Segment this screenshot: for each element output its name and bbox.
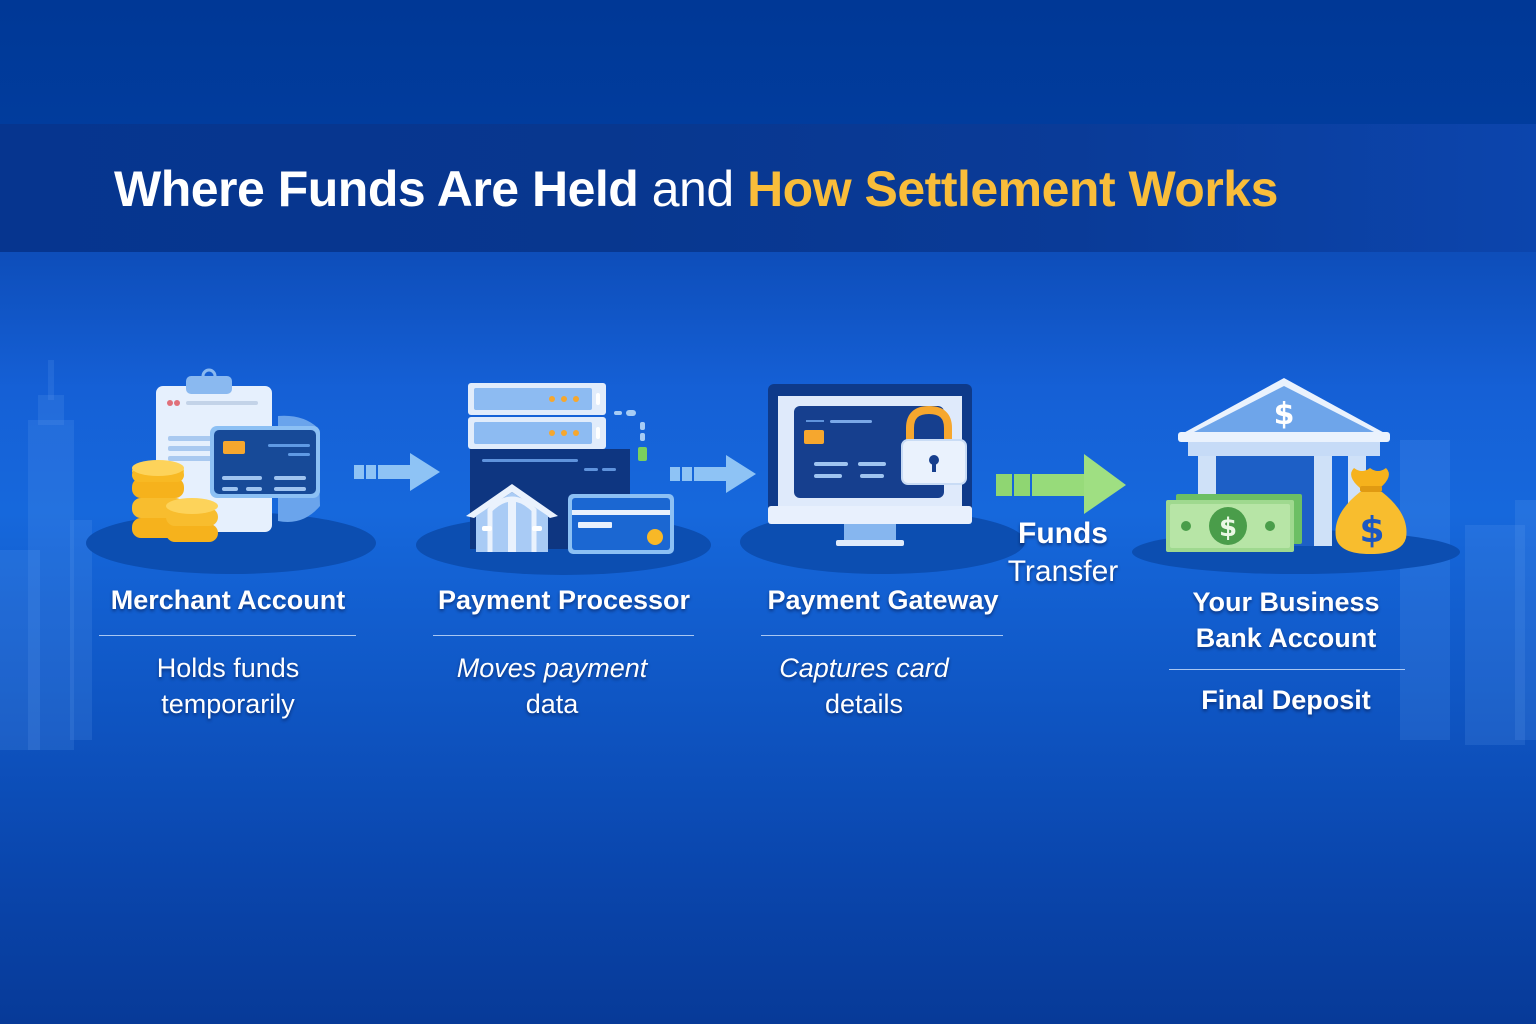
credit-card-icon <box>568 494 674 554</box>
step-desc-line2: details <box>824 689 904 719</box>
funds-transfer-label-line1: Funds <box>1018 517 1108 550</box>
step-title-line2: Bank Account <box>1195 623 1377 653</box>
funds-transfer-arrow-icon <box>996 454 1126 514</box>
cash-bill-icon: $ <box>1166 494 1302 552</box>
top-band <box>0 0 1536 124</box>
step-desc-line1: Final Deposit <box>1201 685 1371 715</box>
step-title-line1: Your Business <box>1192 587 1380 617</box>
divider <box>1169 669 1405 670</box>
step-desc-line2: data <box>525 689 579 719</box>
clipboard-card-coins-icon <box>132 368 320 542</box>
title-band <box>0 124 1536 252</box>
svg-text:$: $ <box>1359 510 1384 551</box>
page-title: Where Funds Are Held and How Settlement … <box>114 160 1278 218</box>
divider <box>433 635 694 636</box>
step-desc-merchant-account: Holds funds temporarily <box>90 650 366 722</box>
bank-cash-moneybag-icon: $ $ $ <box>1166 378 1407 554</box>
step-desc-payment-gateway: Captures card details <box>726 650 1002 722</box>
svg-text:$: $ <box>1219 513 1237 543</box>
step-title-payment-gateway: Payment Gateway <box>767 585 999 615</box>
step-desc-line1: Holds funds <box>156 653 300 683</box>
divider <box>761 635 1003 636</box>
step-title-merchant-account: Merchant Account <box>110 585 346 615</box>
funds-transfer-label: Funds Transfer <box>998 515 1128 591</box>
step-desc-bank-account: Final Deposit <box>1148 682 1424 718</box>
title-part-2: and <box>651 161 734 217</box>
step-desc-line1: Moves payment <box>456 653 648 683</box>
step-desc-line1: Captures card <box>779 653 949 683</box>
step-desc-payment-processor: Moves payment data <box>414 650 690 722</box>
step-desc-line2: temporarily <box>161 689 295 719</box>
funds-transfer-label-line2: Transfer <box>1007 555 1119 588</box>
storefront-icon <box>466 484 558 552</box>
divider <box>99 635 356 636</box>
coin-stack-icon <box>132 460 218 542</box>
svg-text:$: $ <box>1274 397 1295 432</box>
step-title-bank-account: Your Business Bank Account <box>1148 584 1424 656</box>
padlock-icon <box>901 405 967 485</box>
title-part-1: Where Funds Are Held <box>114 161 639 217</box>
arrow-right-icon <box>354 453 440 491</box>
title-part-3: How Settlement Works <box>747 161 1278 217</box>
monitor-card-lock-icon <box>768 384 972 546</box>
step-title-payment-processor: Payment Processor <box>437 585 691 615</box>
server-store-card-icon <box>466 383 674 554</box>
arrow-right-icon <box>670 455 756 493</box>
money-bag-icon: $ <box>1335 468 1407 554</box>
